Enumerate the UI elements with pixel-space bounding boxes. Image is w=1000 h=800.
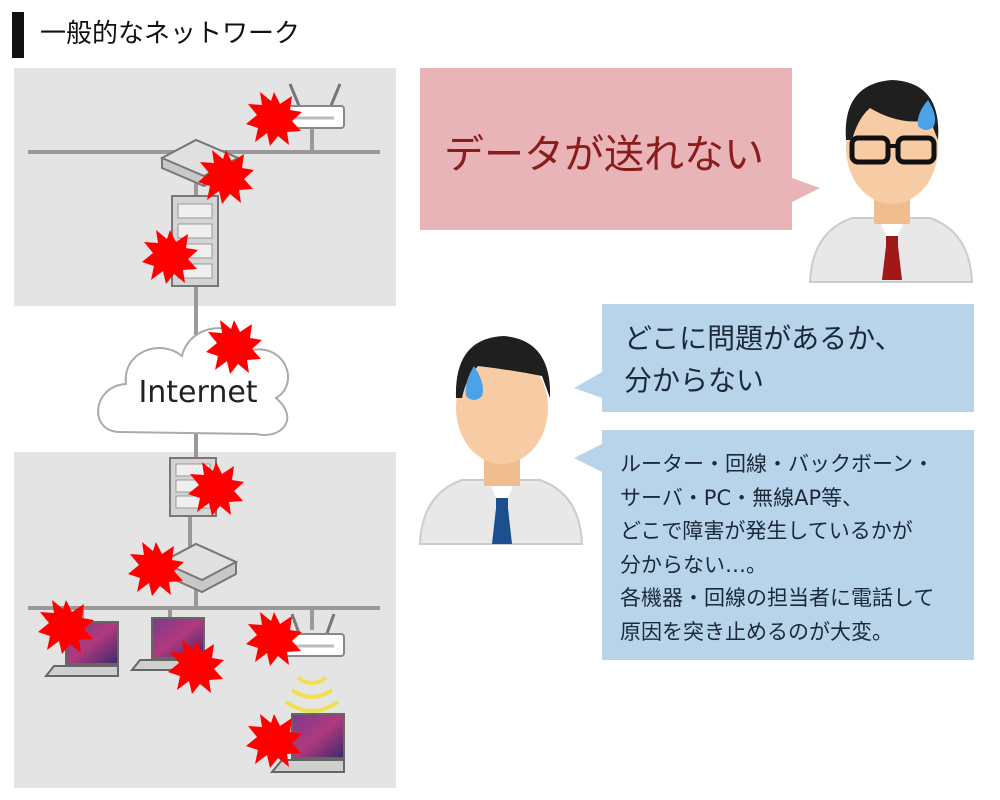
problem-text: データが送れない — [444, 132, 764, 178]
person-icon — [418, 336, 584, 545]
question-text: どこに問題があるか、 分からない — [624, 322, 903, 397]
explanation-text: ルーター・回線・バックボーン・ サーバ・PC・無線AP等、 どこで障害が発生して… — [620, 452, 935, 644]
title-bar-marker — [12, 12, 24, 58]
question-speech-bubble: どこに問題があるか、 分からない — [602, 304, 974, 412]
page-title: 一般的なネットワーク — [40, 19, 301, 49]
laptop-icon — [269, 713, 345, 773]
explanation-speech-bubble: ルーター・回線・バックボーン・ サーバ・PC・無線AP等、 どこで障害が発生して… — [602, 430, 974, 660]
internet-cloud-icon: Internet — [97, 327, 289, 436]
question-bubble-tail — [574, 372, 602, 398]
sweat-drop-icon — [917, 100, 936, 130]
person-with-glasses-icon — [808, 80, 974, 283]
sweat-drop-icon — [465, 366, 483, 400]
problem-bubble-tail — [792, 178, 820, 202]
problem-speech-bubble: データが送れない — [420, 68, 792, 230]
explanation-bubble-tail — [574, 444, 602, 472]
access-point-icon — [281, 613, 345, 657]
wifi-signal-icon — [284, 676, 340, 713]
cloud-label: Internet — [138, 375, 257, 410]
